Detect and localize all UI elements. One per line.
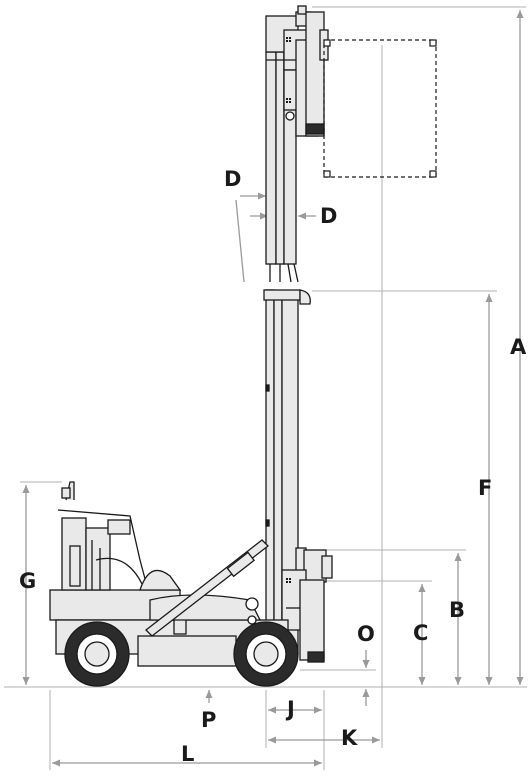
dimension-label-c: C [413,621,429,645]
dimension-label-l: L [181,742,195,766]
dimension-label-o: O [357,622,375,646]
lower-carriage [281,547,333,663]
dimension-label-p: P [201,708,217,732]
dimension-label-b: B [449,598,466,622]
dimension-label-d-upper: D [224,167,242,191]
dimension-label-f: F [478,476,493,500]
dimension-label-d-lower: D [320,204,338,228]
extension-lines [4,6,527,770]
extended-mast [265,5,329,283]
wheels [64,621,299,687]
dimension-label-j: J [287,697,295,721]
dimension-label-a: A [510,335,527,359]
dimension-label-k: K [341,726,358,750]
upper-carriage-dots [286,37,291,103]
dimension-arrows [22,9,524,767]
dimension-label-g: G [19,569,37,593]
lower-carriage-dots [286,578,291,583]
container-outline [323,39,437,178]
